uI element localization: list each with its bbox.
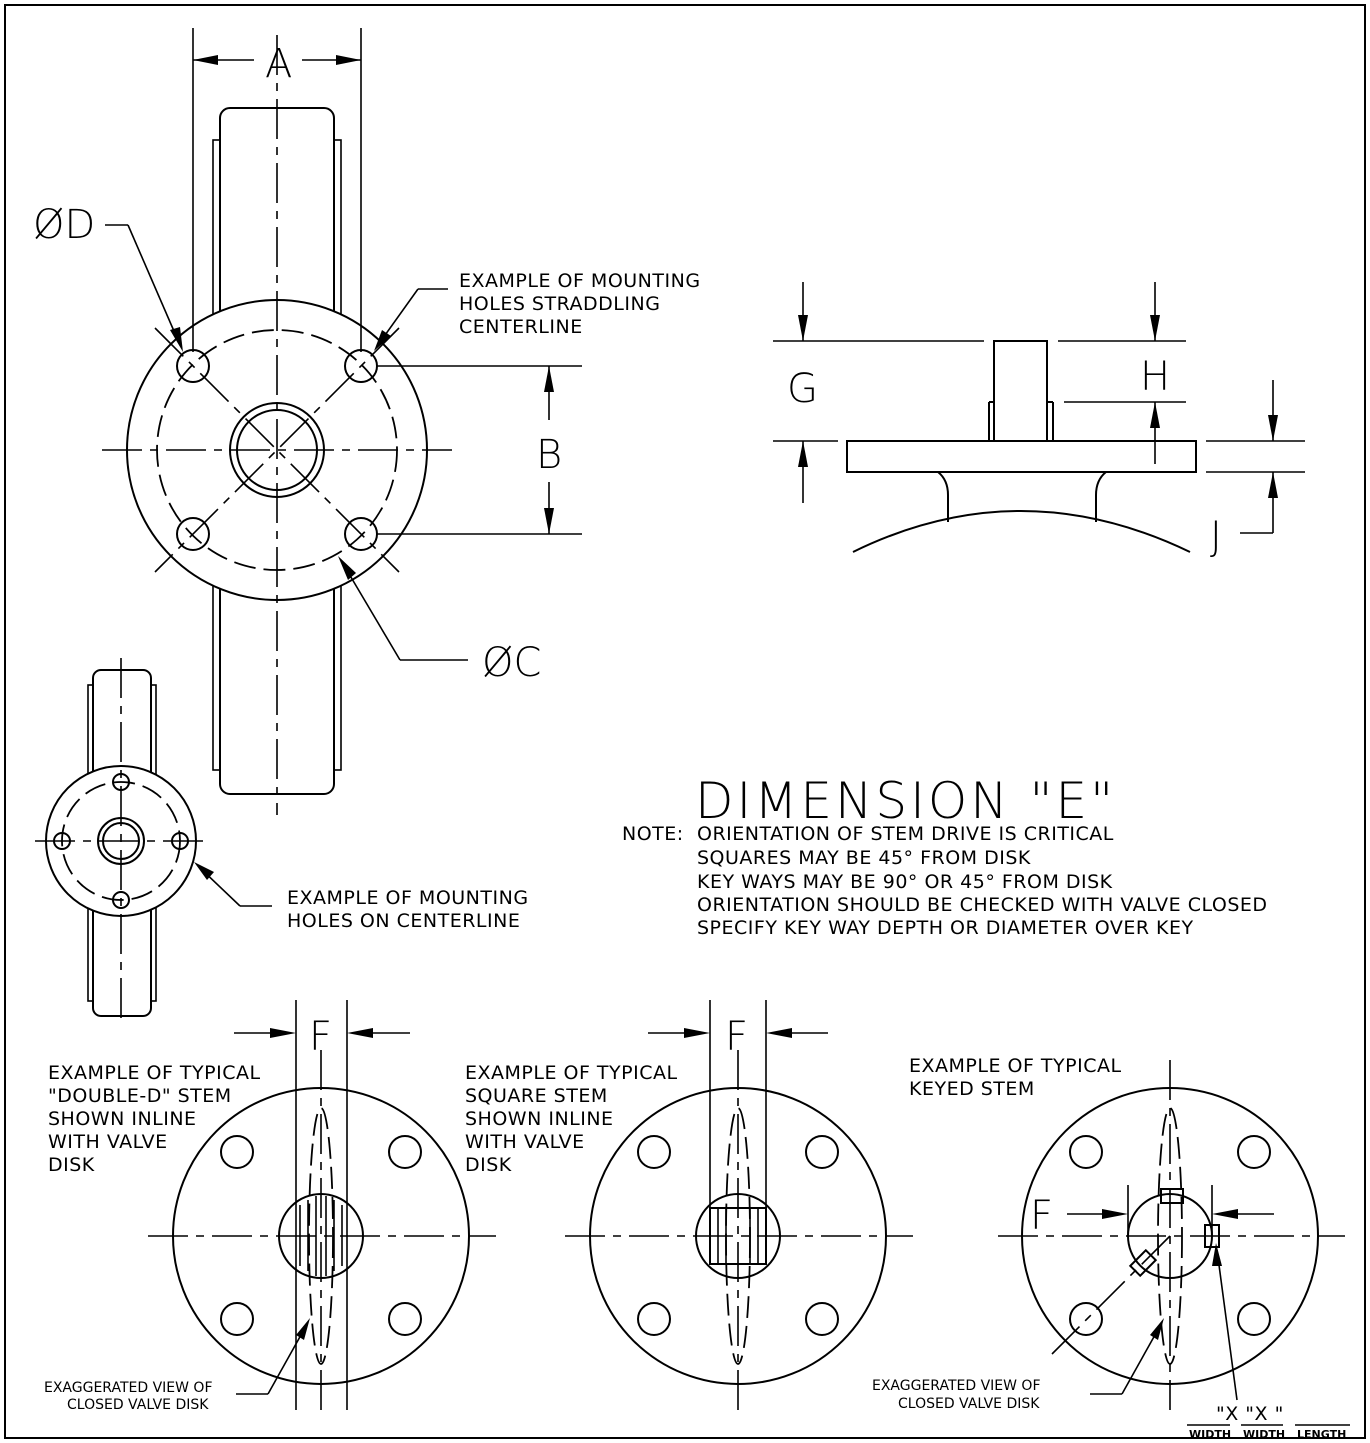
dimension-d: ØD — [33, 202, 183, 352]
keyed-line-1: EXAMPLE OF TYPICAL — [909, 1055, 1122, 1077]
key-spec-text: "X "X " — [1216, 1403, 1284, 1425]
flange-top-view-large — [102, 35, 452, 815]
double-d-line-2: "DOUBLE-D" STEM — [48, 1085, 232, 1107]
callout-double-d: EXAMPLE OF TYPICAL "DOUBLE-D" STEM SHOWN… — [48, 1062, 261, 1176]
keyed-line-2: KEYED STEM — [909, 1078, 1035, 1100]
key-spec-length: LENGTH — [1297, 1428, 1346, 1441]
callout-keyed: EXAMPLE OF TYPICAL KEYED STEM — [909, 1055, 1122, 1100]
disk-right-line-2: CLOSED VALVE DISK — [898, 1396, 1040, 1412]
note-line-3: KEY WAYS MAY BE 90° OR 45° FROM DISK — [697, 871, 1113, 893]
keyed-stem-view: F — [998, 1060, 1345, 1410]
note-line-4: ORIENTATION SHOULD BE CHECKED WITH VALVE… — [697, 894, 1268, 916]
callout-disk-left: EXAGGERATED VIEW OF CLOSED VALVE DISK — [44, 1318, 310, 1413]
dimension-j: J — [1206, 380, 1305, 560]
square-line-5: DISK — [465, 1154, 512, 1176]
square-stem-view: F — [565, 1000, 913, 1410]
label-j: J — [1210, 514, 1222, 560]
dimension-h: H — [1058, 282, 1186, 464]
sheet-border — [4, 4, 1366, 1439]
double-d-line-5: DISK — [48, 1154, 95, 1176]
square-line-3: SHOWN INLINE — [465, 1108, 614, 1130]
label-h: H — [1140, 354, 1170, 400]
on-centerline-line-1: EXAMPLE OF MOUNTING — [287, 887, 529, 909]
label-b: B — [536, 432, 562, 478]
straddling-line-1: EXAMPLE OF MOUNTING — [459, 270, 701, 292]
key-spec: "X "X " WIDTH WIDTH LENGTH — [1187, 1243, 1350, 1441]
label-d: ØD — [33, 202, 95, 248]
callout-square: EXAMPLE OF TYPICAL SQUARE STEM SHOWN INL… — [465, 1062, 678, 1176]
square-line-4: WITH VALVE — [465, 1131, 585, 1153]
key-spec-width-2: WIDTH — [1243, 1428, 1285, 1441]
label-g: G — [787, 366, 818, 412]
flange-top-view-small — [35, 658, 208, 1025]
label-c: ØC — [482, 640, 541, 686]
square-line-1: EXAMPLE OF TYPICAL — [465, 1062, 678, 1084]
dimension-e-block: DIMENSION "E" NOTE: ORIENTATION OF STEM … — [622, 772, 1268, 939]
disk-left-line-2: CLOSED VALVE DISK — [67, 1397, 209, 1413]
disk-right-line-1: EXAGGERATED VIEW OF — [872, 1378, 1041, 1394]
square-line-2: SQUARE STEM — [465, 1085, 608, 1107]
double-d-line-1: EXAMPLE OF TYPICAL — [48, 1062, 261, 1084]
label-f-square: F — [725, 1014, 748, 1060]
note-line-1: ORIENTATION OF STEM DRIVE IS CRITICAL — [697, 823, 1114, 845]
key-spec-width-1: WIDTH — [1189, 1428, 1231, 1441]
label-f-keyed: F — [1030, 1193, 1053, 1239]
callout-straddling: EXAMPLE OF MOUNTING HOLES STRADDLING CEN… — [374, 270, 701, 351]
callout-on-centerline: EXAMPLE OF MOUNTING HOLES ON CENTERLINE — [194, 862, 529, 932]
straddling-line-2: HOLES STRADDLING — [459, 293, 660, 315]
callout-disk-right: EXAGGERATED VIEW OF CLOSED VALVE DISK — [872, 1318, 1164, 1412]
note-line-5: SPECIFY KEY WAY DEPTH OR DIAMETER OVER K… — [697, 917, 1194, 939]
dimension-e-title: DIMENSION "E" — [695, 772, 1116, 830]
label-f-double-d: F — [309, 1014, 332, 1060]
label-a: A — [265, 41, 292, 87]
note-line-2: SQUARES MAY BE 45° FROM DISK — [697, 847, 1031, 869]
double-d-stem-view: F — [148, 1000, 496, 1410]
on-centerline-line-2: HOLES ON CENTERLINE — [287, 910, 520, 932]
double-d-line-3: SHOWN INLINE — [48, 1108, 197, 1130]
stem-side-view — [846, 340, 1197, 553]
dimension-c: ØC — [338, 556, 541, 686]
straddling-line-3: CENTERLINE — [459, 316, 583, 338]
double-d-line-4: WITH VALVE — [48, 1131, 168, 1153]
disk-left-line-1: EXAGGERATED VIEW OF — [44, 1380, 213, 1396]
dimension-g: G — [773, 282, 984, 503]
dimension-b: B — [377, 365, 582, 535]
note-label: NOTE: — [622, 823, 684, 845]
dimension-a: A — [192, 28, 362, 352]
